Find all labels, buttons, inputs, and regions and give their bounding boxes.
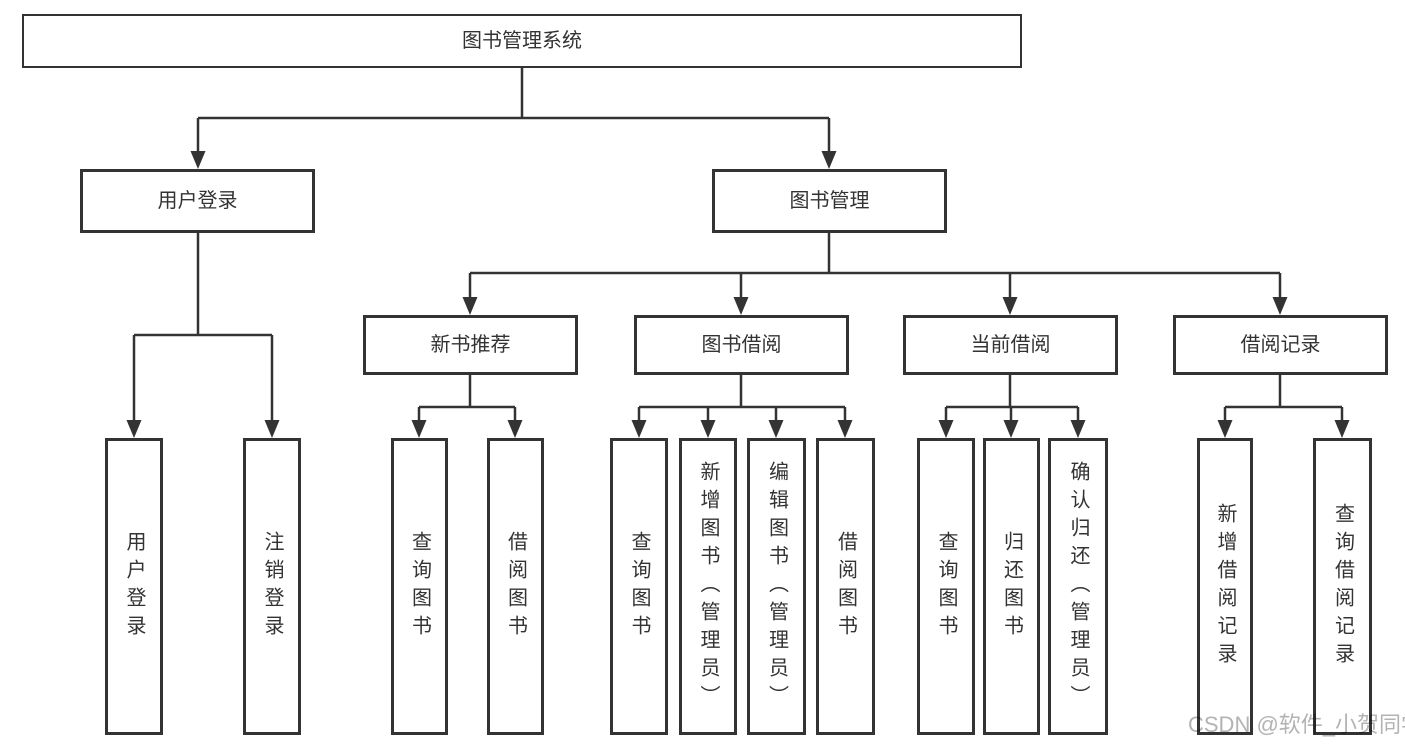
arrow-head-icon	[1272, 297, 1288, 315]
leaf-label: 确认归还（管理员）	[1067, 460, 1089, 713]
leaf-query-books-borrow: 查询图书	[610, 438, 668, 735]
arrow-head-icon	[1070, 420, 1086, 438]
node-new-book-recommendation: 新书推荐	[363, 315, 578, 375]
arrow-head-icon	[1003, 420, 1019, 438]
node-label: 图书管理	[789, 190, 870, 212]
leaf-query-borrow-record: 查询借阅记录	[1313, 438, 1372, 735]
leaf-label: 新增借阅记录	[1214, 502, 1236, 671]
arrow-head-icon	[631, 420, 647, 438]
arrow-head-icon	[733, 297, 749, 315]
leaf-label: 查询图书	[628, 530, 650, 643]
leaf-user-login: 用户登录	[105, 438, 163, 735]
arrow-head-icon	[700, 420, 716, 438]
node-label: 借阅记录	[1240, 334, 1321, 356]
leaf-borrow-books: 借阅图书	[816, 438, 875, 735]
node-label: 新书推荐	[430, 334, 511, 356]
node-book-borrowing: 图书借阅	[634, 315, 849, 375]
node-current-borrowing: 当前借阅	[903, 315, 1118, 375]
arrow-head-icon	[411, 420, 427, 438]
leaf-label: 借阅图书	[504, 530, 527, 643]
leaf-label: 查询图书	[408, 530, 431, 643]
leaf-confirm-return-admin: 确认归还（管理员）	[1048, 438, 1108, 735]
csdn-watermark: CSDN @软件_小贺同学	[1188, 712, 1405, 737]
arrow-head-icon	[938, 420, 954, 438]
leaf-borrow-books-recommend: 借阅图书	[487, 438, 544, 735]
node-label: 当前借阅	[970, 334, 1051, 356]
leaf-query-books-current: 查询图书	[917, 438, 975, 735]
leaf-return-books: 归还图书	[983, 438, 1040, 735]
arrow-head-icon	[462, 297, 478, 315]
leaf-query-books-recommend: 查询图书	[391, 438, 448, 735]
arrow-head-icon	[768, 420, 784, 438]
node-label: 图书管理系统	[462, 30, 582, 52]
leaf-label: 查询图书	[935, 530, 957, 643]
leaf-label: 编辑图书（管理员）	[765, 460, 788, 713]
arrow-head-icon	[126, 420, 142, 438]
arrow-head-icon	[1217, 420, 1233, 438]
arrow-head-icon	[1334, 420, 1350, 438]
node-system-root: 图书管理系统	[22, 14, 1022, 68]
node-label: 用户登录	[157, 190, 238, 212]
node-book-management: 图书管理	[712, 169, 947, 233]
leaf-label: 用户登录	[123, 530, 145, 643]
arrow-head-icon	[821, 151, 837, 169]
arrow-head-icon	[190, 151, 206, 169]
leaf-label: 注销登录	[261, 530, 283, 643]
leaf-logout: 注销登录	[243, 438, 301, 735]
node-borrowing-records: 借阅记录	[1173, 315, 1388, 375]
leaf-add-books-admin: 新增图书（管理员）	[679, 438, 737, 735]
node-label: 图书借阅	[701, 334, 782, 356]
leaf-label: 新增图书（管理员）	[697, 460, 719, 713]
leaf-label: 归还图书	[1000, 530, 1023, 643]
leaf-label: 借阅图书	[834, 530, 857, 643]
leaf-label: 查询借阅记录	[1331, 502, 1354, 671]
arrow-head-icon	[1002, 297, 1018, 315]
node-user-login: 用户登录	[80, 169, 315, 233]
leaf-add-borrow-record: 新增借阅记录	[1197, 438, 1253, 735]
arrow-head-icon	[507, 420, 523, 438]
arrow-head-icon	[264, 420, 280, 438]
leaf-edit-books-admin: 编辑图书（管理员）	[747, 438, 806, 735]
arrow-head-icon	[837, 420, 853, 438]
